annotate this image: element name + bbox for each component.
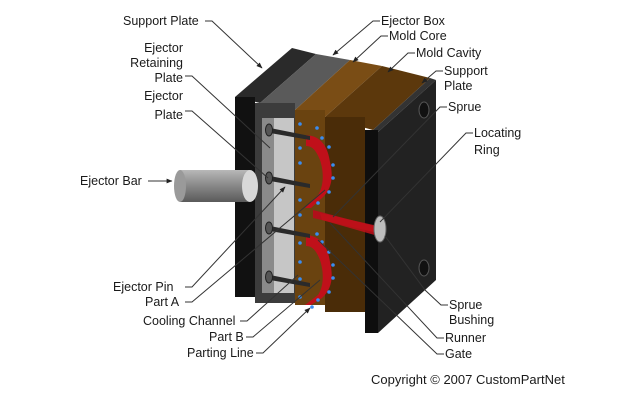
label-ejector-bar: Ejector Bar <box>80 174 142 188</box>
cooling-channel-dot <box>331 163 335 167</box>
label-support-plate-left: Support Plate <box>123 14 199 28</box>
part-b <box>305 235 332 305</box>
leader-locating-ring <box>379 132 473 223</box>
leader-parting-line <box>256 307 311 354</box>
left-support-plate-top <box>235 48 316 103</box>
label-line: Ejector <box>144 41 183 55</box>
ejector-box-top <box>260 54 350 110</box>
cooling-channel-dot <box>331 176 335 180</box>
label-part-b: Part B <box>209 330 244 344</box>
ejector-bar <box>174 170 258 202</box>
leader-cooling-channel <box>240 274 299 322</box>
cooling-channel-dot <box>327 190 331 194</box>
leader-mold-core <box>352 35 388 63</box>
cooling-channel-dot <box>331 263 335 267</box>
leader-support-plate-left <box>205 20 263 69</box>
label-mold-core: Mold Core <box>389 29 447 43</box>
label-cooling-channel: Cooling Channel <box>143 314 236 328</box>
label-ejector-retaining-plate: Ejector Retaining Plate <box>130 41 183 86</box>
cooling-channel-dot <box>316 201 320 205</box>
leader-mold-cavity <box>387 52 415 73</box>
label-locating-ring: Locating Ring <box>474 126 521 158</box>
cooling-channel-dot <box>320 136 324 140</box>
ejector-pin <box>265 270 310 287</box>
cooling-channel-dot <box>327 145 331 149</box>
label-line: Sprue <box>449 298 483 312</box>
leader-part-b <box>246 279 321 338</box>
label-line: Plate <box>154 108 184 122</box>
cooling-channel-dot <box>298 241 302 245</box>
leader-ejector-retaining-plate <box>185 75 271 149</box>
leader-gate <box>317 239 444 355</box>
mold-cavity-front <box>325 117 365 312</box>
label-line: Ring <box>474 143 500 157</box>
label-support-plate-right: Support Plate <box>444 64 488 94</box>
label-line: Retaining <box>130 56 183 70</box>
ejector-pin <box>265 221 310 238</box>
cooling-channel-dot <box>331 276 335 280</box>
leader-support-plate-right <box>421 70 443 84</box>
leader-ejector-plate <box>185 110 269 179</box>
leader-part-a <box>185 189 326 303</box>
ejector-pins <box>265 123 310 287</box>
ejector-plate <box>274 118 294 293</box>
mold-core-top <box>295 60 382 117</box>
label-ejector-pin: Ejector Pin <box>113 280 174 294</box>
cooling-channel-dot <box>316 298 320 302</box>
label-ejector-plate: Ejector Plate <box>130 89 183 123</box>
leader-lines <box>148 20 473 355</box>
label-sprue: Sprue <box>448 100 482 114</box>
label-line: Support <box>444 64 488 78</box>
leader-runner <box>329 222 444 339</box>
mold-cavity-top <box>325 66 430 130</box>
label-line: Ejector <box>144 89 183 103</box>
label-line: Bushing <box>449 313 495 327</box>
ejector-pin <box>265 171 310 188</box>
leader-sprue-bushing <box>384 235 448 306</box>
ejector-pin <box>265 123 310 140</box>
cooling-channel-dot <box>298 198 302 202</box>
label-line: Plate <box>154 71 184 85</box>
label-line: Locating <box>474 126 522 140</box>
sprue-channel <box>320 213 378 236</box>
label-part-a: Part A <box>145 295 180 309</box>
label-mold-cavity: Mold Cavity <box>416 46 482 60</box>
cooling-channel-dot <box>315 126 319 130</box>
cooling-channel-dot <box>298 146 302 150</box>
leader-ejector-pin <box>185 186 286 288</box>
right-support-plate-top <box>373 78 436 132</box>
cooling-channel-dot <box>298 213 302 217</box>
bolt-hole-top <box>418 101 430 119</box>
cooling-channel-dot <box>298 277 302 281</box>
cooling-channel-dot <box>298 260 302 264</box>
leader-ejector-box <box>332 20 380 56</box>
front-face <box>235 97 378 333</box>
label-runner: Runner <box>445 331 486 345</box>
cooling-channel-dot <box>298 161 302 165</box>
cooling-channel-dot <box>327 290 331 294</box>
label-gate: Gate <box>445 347 473 361</box>
label-parting-line: Parting Line <box>187 346 254 360</box>
cooling-channel-dot <box>298 122 302 126</box>
bolt-hole-bottom <box>418 259 430 277</box>
leader-sprue <box>332 106 447 218</box>
locating-ring <box>373 215 387 243</box>
top-faces <box>235 48 436 132</box>
cooling-channel-dot <box>310 305 314 309</box>
label-ejector-box: Ejector Box <box>381 14 445 28</box>
cooling-channel-dot <box>315 232 319 236</box>
label-line: Plate <box>444 79 473 93</box>
part-a <box>305 135 332 208</box>
copyright-notice: Copyright © 2007 CustomPartNet <box>371 372 565 387</box>
label-sprue-bushing: Sprue Bushing <box>449 298 494 328</box>
